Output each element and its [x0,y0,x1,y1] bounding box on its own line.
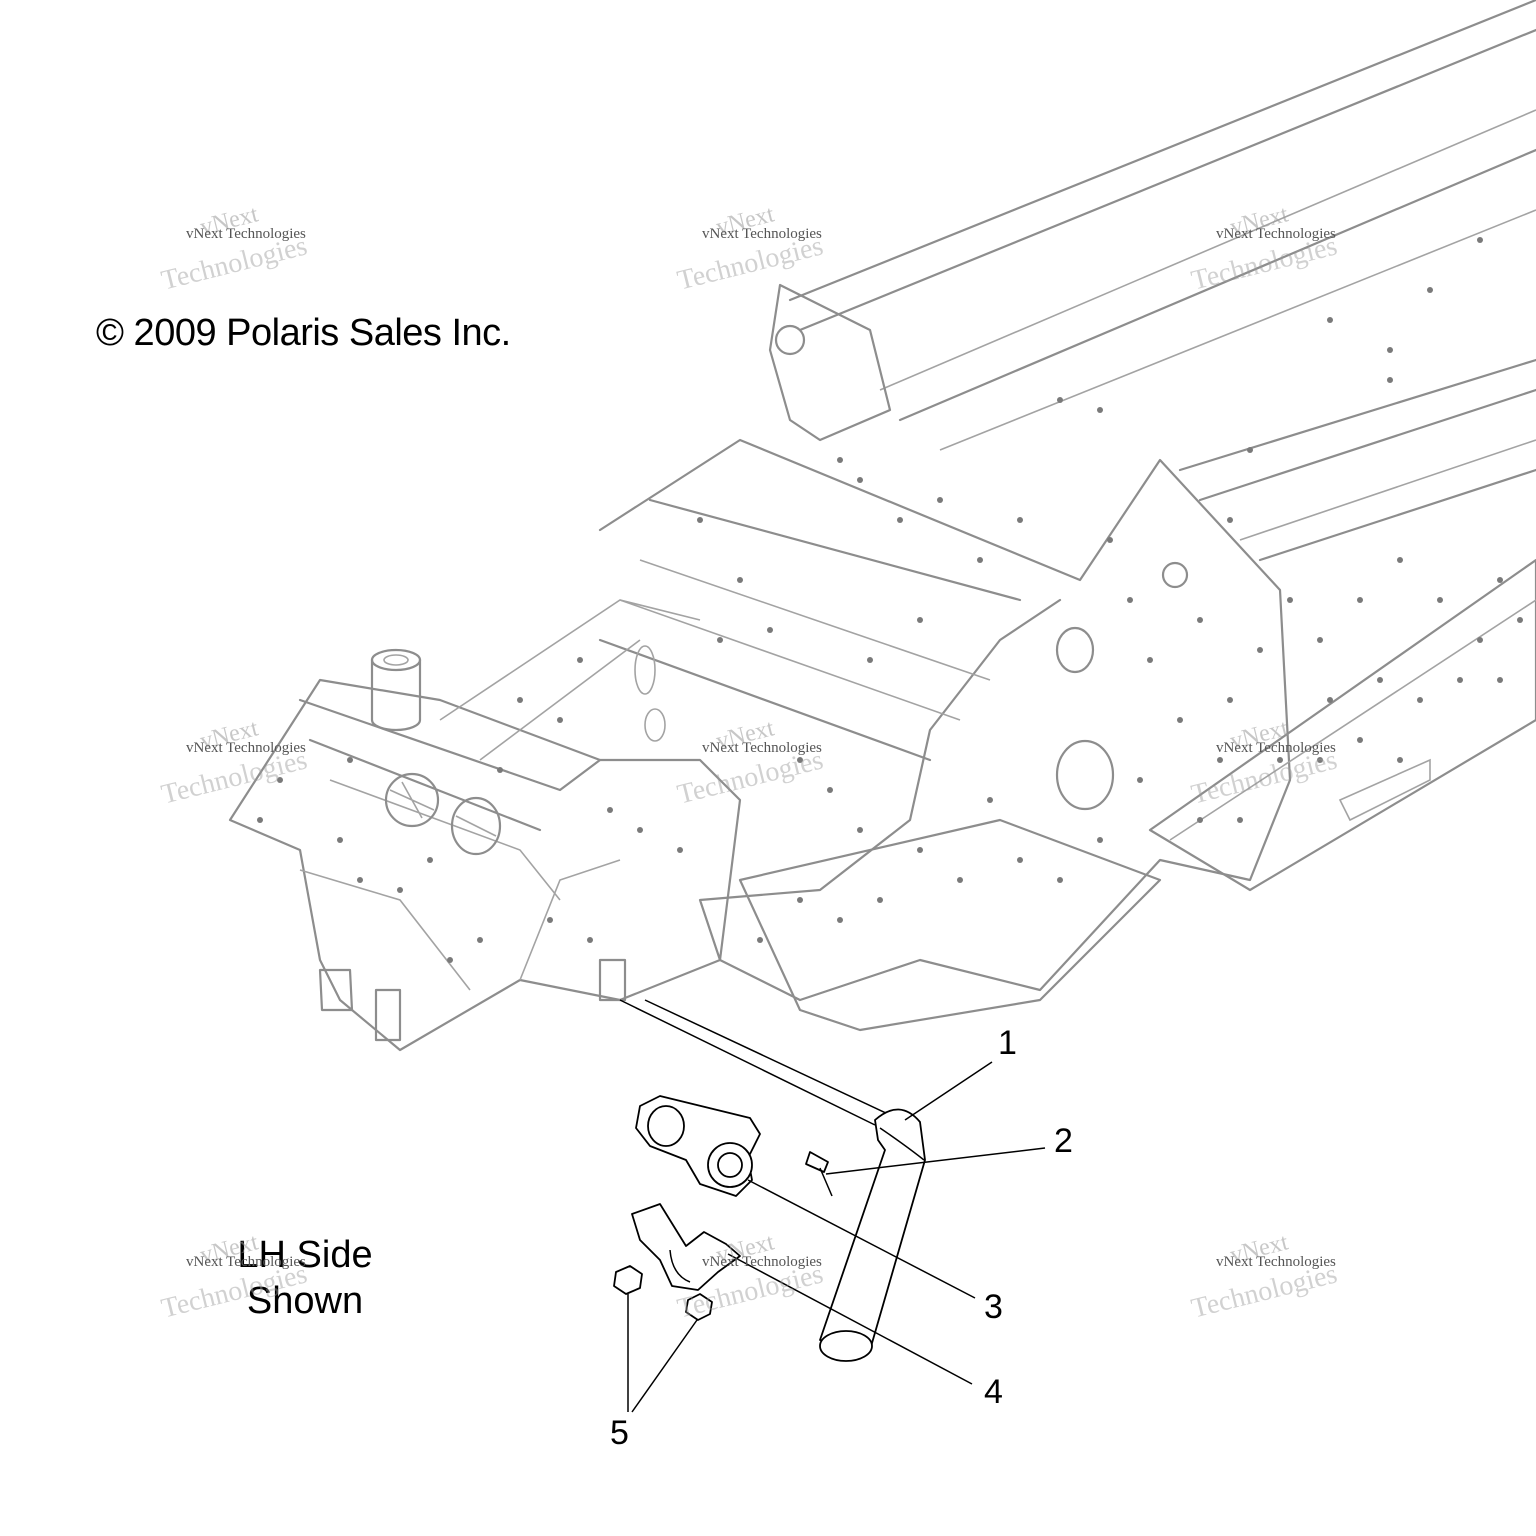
running-board [1148,558,1536,892]
upper-mount-plate [768,283,892,442]
front-bulkhead [228,678,742,1052]
rivets [257,237,1523,963]
callout-leaders [627,1061,1046,1413]
view-note-line-2: Shown [246,1280,364,1322]
part-1-bumper-tube [619,999,926,1362]
tunnel-body [598,438,1292,1002]
part-4-lower-clamp [631,1203,741,1291]
steering-post [370,648,422,732]
bulkhead-hole [384,772,440,828]
callout-5: 5 [610,1414,629,1452]
part-3-mount-clamp [635,1095,761,1197]
callout-4: 4 [984,1373,1003,1411]
callout-1: 1 [998,1024,1017,1062]
tunnel-rails [788,0,1536,562]
bulkhead-hole [450,796,502,856]
side-panel [738,818,1162,1032]
view-note: LH Side Shown [200,1232,410,1324]
callout-2: 2 [1054,1122,1073,1160]
part-2-rivet [805,1151,833,1197]
view-note-line-1: LH Side [237,1234,373,1276]
part-5-nuts [613,1265,713,1321]
callout-3: 3 [984,1288,1003,1326]
copyright-notice: © 2009 Polaris Sales Inc. [96,312,511,354]
